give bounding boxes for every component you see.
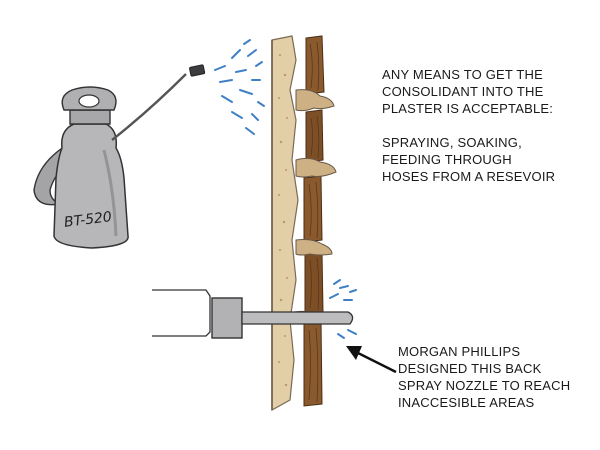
caption-line: MORGAN PHILLIPS: [398, 344, 521, 359]
lath-grain: [308, 41, 320, 403]
lath-strip: [305, 109, 324, 163]
spray-hose: [111, 73, 187, 141]
spray-wand-tip: [189, 64, 206, 77]
tank-label: BT-520: [63, 209, 113, 231]
arrow-shaft: [351, 348, 397, 374]
caption-line: INACCESIBLE AREAS: [398, 395, 535, 410]
plaster-layer: [271, 35, 299, 412]
caption-line: DESIGNED THIS BACK: [398, 361, 542, 376]
caption-spacer: [382, 117, 555, 134]
arrow-head: [346, 346, 362, 360]
plaster-texture: [278, 54, 288, 387]
lath-strip: [303, 175, 323, 243]
caption-line: HOSES FROM A RESEVOIR: [382, 169, 556, 184]
wall-section: [271, 35, 337, 412]
lath-strip: [304, 251, 324, 315]
spray-mist-top: [214, 39, 265, 135]
spray-mist-back: [329, 279, 357, 339]
plaster-key: [295, 157, 337, 178]
plaster-key: [295, 89, 335, 112]
back-spray-nozzle-icon: [152, 279, 357, 339]
lath-strip: [303, 319, 323, 407]
caption-line: FEEDING THROUGH: [382, 152, 512, 167]
caption-line: SPRAY NOZZLE TO REACH: [398, 378, 571, 393]
pointer-arrow-icon: [346, 346, 397, 374]
tank-shading: [102, 149, 118, 237]
nozzle-wand: [241, 311, 354, 325]
cap-hole: [78, 94, 100, 108]
caption-line: SPRAYING, SOAKING,: [382, 135, 522, 150]
caption-line: PLASTER IS ACCEPTABLE:: [382, 101, 554, 116]
pump-sprayer-icon: BT-520: [33, 64, 206, 249]
nozzle-body: [211, 297, 243, 339]
nozzle-handle: [152, 289, 211, 337]
caption-line: ANY MEANS TO GET THE: [382, 67, 544, 82]
caption-consolidant-methods: ANY MEANS TO GET THE CONSOLIDANT INTO TH…: [382, 66, 555, 185]
tank-neck: [69, 109, 111, 125]
caption-back-spray-nozzle: MORGAN PHILLIPS DESIGNED THIS BACK SPRAY…: [398, 343, 570, 411]
plaster-key: [295, 239, 333, 256]
lath-strip: [305, 35, 325, 95]
caption-line: CONSOLIDANT INTO THE: [382, 84, 544, 99]
